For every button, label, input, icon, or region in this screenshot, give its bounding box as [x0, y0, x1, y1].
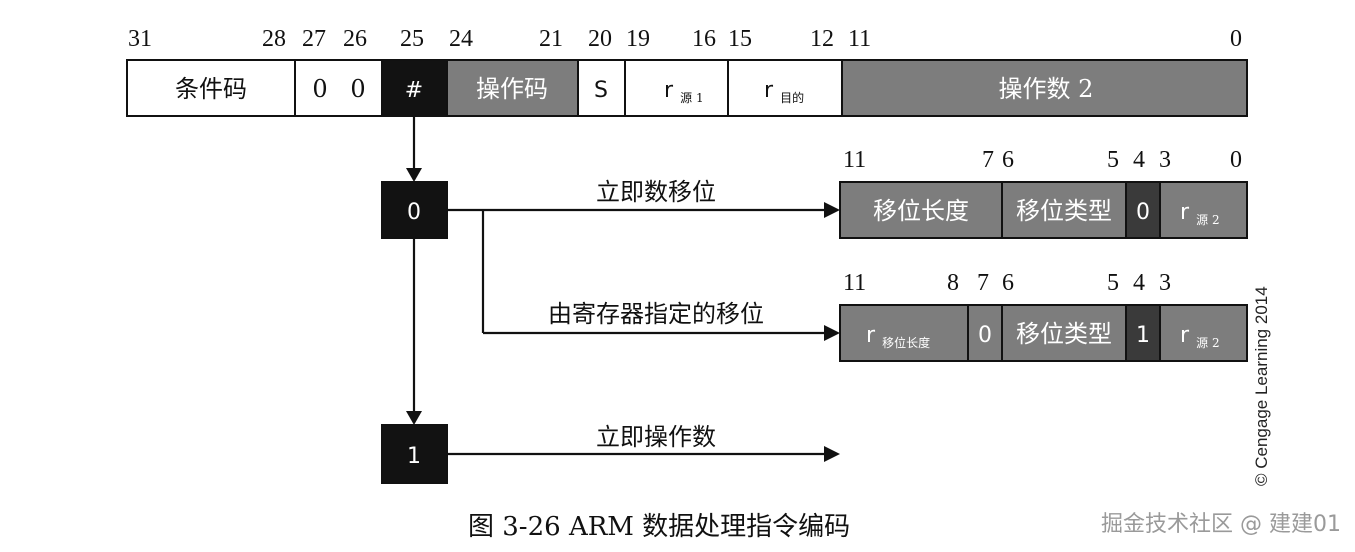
watermark: 掘金技术社区 @ 建建01 — [1101, 512, 1341, 537]
row1-shift-length — [839, 181, 1003, 239]
row2-bit-5: 5 — [1107, 270, 1119, 296]
arrowhead-imm-shift — [824, 202, 840, 218]
field-operand2 — [841, 59, 1248, 117]
field-cond-label: 条件码 — [175, 75, 247, 103]
bit-16: 16 — [692, 26, 716, 52]
row1-bit-3: 3 — [1159, 147, 1171, 173]
bit-20: 20 — [588, 26, 612, 52]
field-rn-main: r — [664, 78, 674, 103]
field-rd-text: r 目的 — [764, 78, 804, 105]
row1-bit-11: 11 — [843, 147, 866, 173]
row2-bit-8: 8 — [947, 270, 959, 296]
bit-26: 26 — [343, 26, 367, 52]
top-bit-numbers: 31 28 27 26 25 24 21 20 19 16 15 12 11 0 — [128, 26, 1242, 52]
row2-rm-main: r — [1180, 323, 1190, 348]
arrowhead-flag-to-zero — [406, 168, 422, 182]
row2-shift-type — [1001, 304, 1127, 362]
instruction-word: 条件码 0 0 # 操作码 S r 源 1 r 目的 操作数 2 — [126, 59, 1248, 117]
row1-shift-type — [1001, 181, 1127, 239]
row1-bit-6: 6 — [1002, 147, 1014, 173]
row1-rm-main: r — [1180, 200, 1190, 225]
row1-bit-numbers: 11 7 6 5 4 3 0 — [843, 147, 1242, 173]
field-rn — [624, 59, 729, 117]
field-imm-flag-label: # — [405, 78, 423, 103]
bit-25: 25 — [400, 26, 424, 52]
row1-fields: 移位长度 移位类型 0 r 源 2 — [839, 181, 1248, 239]
decision-zero-label: 0 — [407, 200, 421, 225]
row2-bit-11: 11 — [843, 270, 866, 296]
field-zero-a: 0 — [312, 75, 327, 103]
bit-15: 15 — [728, 26, 752, 52]
label-reg-shift: 由寄存器指定的移位 — [548, 300, 764, 328]
decision-flow: 0 1 立即数移位 由寄存器指定的移位 立即操作数 — [381, 116, 840, 484]
field-operand2-label: 操作数 2 — [999, 75, 1094, 103]
row2-bit7 — [967, 304, 1003, 362]
field-s-label: S — [594, 78, 608, 103]
bit-31: 31 — [128, 26, 152, 52]
row1-bit-0: 0 — [1230, 147, 1242, 173]
copyright-note: © Cengage Learning 2014 — [1252, 286, 1271, 486]
field-rd-main: r — [764, 78, 774, 103]
bit-12: 12 — [810, 26, 834, 52]
row1-bit-5: 5 — [1107, 147, 1119, 173]
row2-rs-main: r — [866, 323, 876, 348]
row2-rs-sub: 移位长度 — [882, 335, 930, 350]
bit-21: 21 — [539, 26, 563, 52]
row2-rm-text: r 源 2 — [1180, 323, 1220, 350]
bit-11: 11 — [848, 26, 871, 52]
bit-0: 0 — [1230, 26, 1242, 52]
row1-shift-length-label: 移位长度 — [873, 197, 969, 225]
field-rn-text: r 源 1 — [664, 78, 704, 105]
field-zero-b: 0 — [350, 75, 365, 103]
row1-rm-text: r 源 2 — [1180, 200, 1220, 227]
arrowhead-reg-shift — [824, 325, 840, 341]
row1-bit-7: 7 — [982, 147, 994, 173]
bit-24: 24 — [449, 26, 473, 52]
field-rn-sub: 源 1 — [680, 91, 703, 105]
bit-27: 27 — [302, 26, 326, 52]
row1-bit-4: 4 — [1133, 147, 1145, 173]
row2-bit-4: 4 — [1133, 270, 1145, 296]
arrowhead-immediate — [824, 446, 840, 462]
field-cond — [126, 59, 296, 117]
label-imm-shift: 立即数移位 — [596, 178, 716, 206]
row2-bit-6: 6 — [1002, 270, 1014, 296]
bit-28: 28 — [262, 26, 286, 52]
figure-caption: 图 3-26 ARM 数据处理指令编码 — [468, 512, 851, 542]
decision-box-one — [381, 424, 448, 484]
arrowhead-zero-to-one — [406, 411, 422, 425]
row1-rm — [1159, 181, 1248, 239]
row2-shift-type-label: 移位类型 — [1016, 320, 1112, 348]
decision-box-zero — [381, 181, 448, 239]
row2-bit-numbers: 11 8 7 6 5 4 3 — [843, 270, 1171, 296]
row2-rs — [839, 304, 969, 362]
row2-bit-7: 7 — [977, 270, 989, 296]
row2-bit4-label: 1 — [1136, 323, 1150, 348]
row1-bit4-label: 0 — [1136, 200, 1150, 225]
row2-bit-3: 3 — [1159, 270, 1171, 296]
field-rd — [727, 59, 843, 117]
row2-rs-text: r 移位长度 — [866, 323, 930, 350]
row2-bit7-label: 0 — [978, 323, 992, 348]
row2-bit4 — [1125, 304, 1161, 362]
field-opcode — [446, 59, 579, 117]
field-opcode-label: 操作码 — [476, 75, 548, 103]
field-rd-sub: 目的 — [780, 90, 804, 105]
bit-19: 19 — [626, 26, 650, 52]
row2-rm — [1159, 304, 1248, 362]
field-zero-bits — [294, 59, 383, 117]
row2-fields: r 移位长度 0 移位类型 1 r 源 2 — [839, 304, 1248, 362]
label-immediate: 立即操作数 — [596, 423, 716, 451]
row2-rm-sub: 源 2 — [1196, 336, 1219, 350]
row1-shift-type-label: 移位类型 — [1016, 197, 1112, 225]
row1-rm-sub: 源 2 — [1196, 213, 1219, 227]
decision-one-label: 1 — [407, 444, 421, 469]
row1-bit4 — [1125, 181, 1161, 239]
